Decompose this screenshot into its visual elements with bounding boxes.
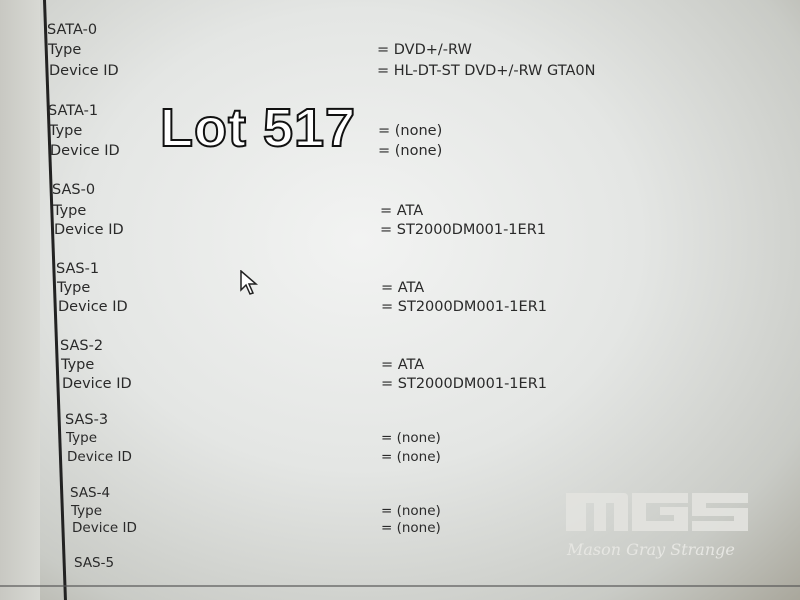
device-id-row: Device ID = ST2000DM001-1ER1 xyxy=(62,374,662,394)
device-id-label: Device ID xyxy=(54,222,124,238)
mouse-pointer-icon xyxy=(240,269,262,300)
type-row: Type = ATA xyxy=(53,201,653,221)
device-id-row: Device ID = ST2000DM001-1ER1 xyxy=(54,220,654,240)
panel-bottom-border xyxy=(0,585,800,587)
device-id-value: = HL-DT-ST DVD+/-RW GTA0N xyxy=(377,63,596,79)
device-id-label: Device ID xyxy=(67,449,132,465)
type-value: = ATA xyxy=(380,203,424,219)
type-row: Type = (none) xyxy=(71,501,671,521)
lot-number-overlay: Lot 517 xyxy=(159,98,357,158)
type-label: Type xyxy=(61,357,95,373)
mgs-logo xyxy=(564,490,750,534)
device-port-heading: SAS-1 xyxy=(56,261,100,277)
type-label: Type xyxy=(48,42,82,58)
device-id-row: Device ID = (none) xyxy=(72,518,672,538)
device-id-value: = ST2000DM001-1ER1 xyxy=(380,222,546,238)
type-row: Type = (none) xyxy=(49,121,649,141)
type-label: Type xyxy=(53,203,87,219)
type-label: Type xyxy=(66,430,98,446)
type-label: Type xyxy=(57,280,91,296)
device-id-label: Device ID xyxy=(58,299,128,315)
device-id-label: Device ID xyxy=(72,520,137,536)
device-id-row: Device ID = ST2000DM001-1ER1 xyxy=(58,297,658,317)
device-id-value: = (none) xyxy=(378,143,443,159)
device-id-label: Device ID xyxy=(62,376,132,392)
device-id-row: Device ID = (none) xyxy=(67,447,667,467)
device-id-label: Device ID xyxy=(49,63,119,79)
type-value: = DVD+/-RW xyxy=(377,42,472,58)
watermark-company: Mason Gray Strange xyxy=(567,540,735,559)
type-value: = (none) xyxy=(381,503,441,519)
type-row: Type = ATA xyxy=(61,355,661,375)
type-value: = ATA xyxy=(381,357,425,373)
device-id-value: = (none) xyxy=(381,449,441,465)
device-port-heading: SAS-2 xyxy=(60,338,104,354)
monitor-bezel xyxy=(0,0,40,600)
type-value: = (none) xyxy=(381,430,441,446)
device-port-heading: SAS-3 xyxy=(65,412,109,428)
type-row: Type = DVD+/-RW xyxy=(48,40,648,60)
device-id-value: = ST2000DM001-1ER1 xyxy=(381,376,547,392)
type-row: Type = (none) xyxy=(66,428,666,448)
device-port-heading: SATA-1 xyxy=(48,103,99,119)
device-id-row: Device ID = (none) xyxy=(50,141,650,161)
device-port-heading: SAS-0 xyxy=(52,182,96,198)
device-id-value: = ST2000DM001-1ER1 xyxy=(381,299,547,315)
type-value: = ATA xyxy=(381,280,425,296)
device-port-heading: SAS-5 xyxy=(74,555,115,571)
device-id-label: Device ID xyxy=(50,143,120,159)
device-section: SAS-5 xyxy=(74,553,114,573)
type-row: Type = ATA xyxy=(57,278,657,298)
device-port-heading: SATA-0 xyxy=(47,22,98,38)
type-label: Type xyxy=(71,503,103,519)
device-id-value: = (none) xyxy=(381,520,441,536)
device-port-heading: SAS-4 xyxy=(70,485,111,501)
type-value: = (none) xyxy=(378,123,443,139)
type-label: Type xyxy=(49,123,83,139)
device-id-row: Device ID = HL-DT-ST DVD+/-RW GTA0N xyxy=(49,61,649,81)
